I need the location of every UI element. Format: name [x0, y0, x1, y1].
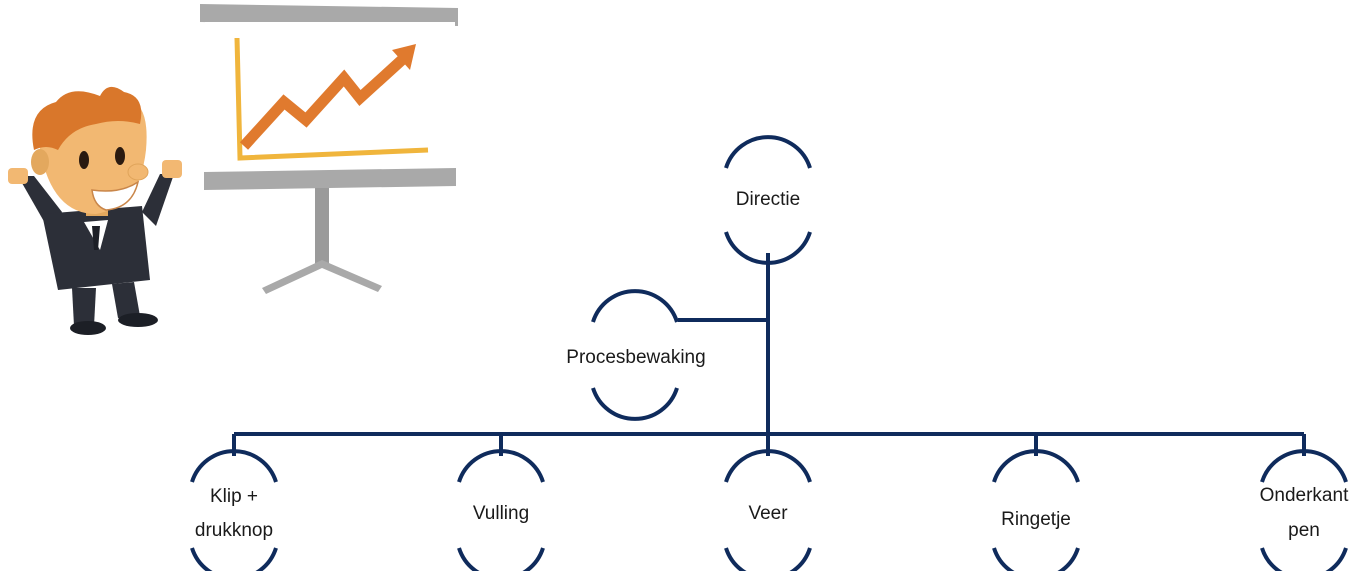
child-node-label-line2: drukknop [195, 520, 273, 541]
child-node-label-line1: Onderkant [1260, 485, 1349, 506]
child-node-label-line1: Klip + [210, 486, 258, 507]
child-node-2: Veer [724, 449, 812, 571]
child-node-4: Onderkant pen [1260, 449, 1349, 571]
node-procesbewaking-label: Procesbewaking [566, 347, 705, 368]
child-node-label-line2: pen [1288, 520, 1320, 541]
child-node-label: Vulling [473, 503, 529, 524]
node-procesbewaking: Procesbewaking [566, 289, 706, 421]
child-node-label: Veer [748, 503, 788, 524]
child-node-1: Vulling [457, 449, 545, 571]
node-directie-label: Directie [736, 189, 800, 210]
connector-lines [232, 253, 1306, 456]
businessman-presenting-chart-icon [8, 4, 458, 335]
child-node-0: Klip + drukknop [190, 449, 278, 571]
child-node-label: Ringetje [1001, 509, 1071, 530]
child-node-3: Ringetje [992, 449, 1080, 571]
node-directie: Directie [724, 135, 812, 265]
